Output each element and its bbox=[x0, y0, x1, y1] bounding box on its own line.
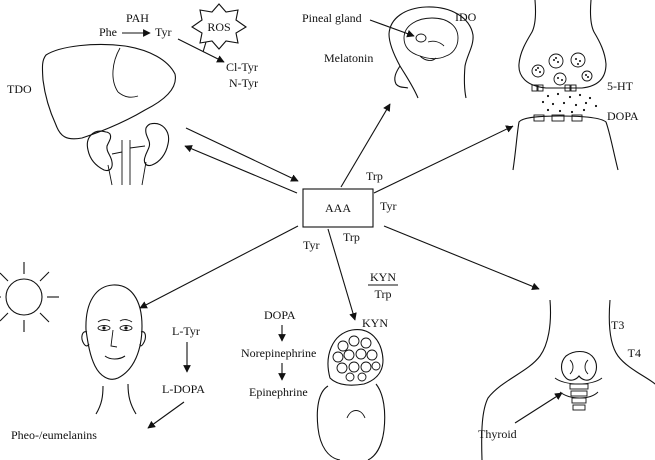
cl-tyr-label: Cl-Tyr bbox=[226, 60, 258, 74]
pineal-gland bbox=[415, 33, 427, 43]
adrenal-kidney-illustration bbox=[316, 329, 386, 460]
adrenal-kyn-label: KYN bbox=[362, 316, 388, 330]
pineal-gland-label: Pineal gland bbox=[302, 11, 362, 25]
tdo-label: TDO bbox=[7, 82, 32, 96]
serotonin-label: 5-HT bbox=[607, 79, 634, 93]
l-tyr-label: L-Tyr bbox=[172, 324, 200, 338]
kyn-ratio-denominator: Trp bbox=[375, 287, 392, 301]
thyroid-gland bbox=[560, 350, 598, 381]
label-trp-kyn: Trp bbox=[343, 230, 360, 244]
arrow-aaa-to-thyroid bbox=[383, 225, 540, 290]
l-dopa-label: L-DOPA bbox=[162, 382, 205, 396]
vesicle bbox=[581, 70, 593, 82]
face-outline bbox=[85, 284, 143, 380]
postsynaptic-membrane bbox=[512, 115, 619, 171]
thyroid-label: Thyroid bbox=[478, 427, 517, 441]
arrow-ros-to-path bbox=[202, 41, 207, 53]
neck-outline-right bbox=[608, 299, 655, 385]
phe-label: Phe bbox=[99, 25, 117, 39]
neck-outline-left bbox=[481, 299, 552, 460]
tyr-label: Tyr bbox=[155, 25, 172, 39]
aaa-label: AAA bbox=[325, 201, 351, 215]
melanins-label: Pheo-/eumelanins bbox=[11, 428, 97, 442]
arrow-aaa-to-synapse bbox=[373, 125, 514, 194]
ros-star-icon: ROS bbox=[190, 3, 248, 50]
vesicle bbox=[553, 72, 567, 86]
thyroid-pointer bbox=[514, 392, 563, 424]
brain-outline bbox=[403, 17, 459, 60]
vesicle bbox=[548, 53, 564, 69]
synapse-dopa-label: DOPA bbox=[607, 109, 639, 123]
neck-thyroid-illustration bbox=[481, 299, 655, 460]
label-tyr-skin: Tyr bbox=[303, 238, 320, 252]
liver-outline bbox=[41, 43, 176, 140]
arrow-l-dopa-to-melanins bbox=[147, 401, 185, 429]
vesicle bbox=[531, 64, 545, 78]
t4-label: T4 bbox=[628, 346, 641, 360]
epinephrine-label: Epinephrine bbox=[249, 385, 308, 399]
pineal-pointer bbox=[369, 19, 415, 38]
n-tyr-label: N-Tyr bbox=[229, 76, 258, 90]
arrow-tyr-to-cl-tyr bbox=[177, 38, 225, 63]
t3-label: T3 bbox=[611, 318, 624, 332]
melatonin-label: Melatonin bbox=[324, 51, 373, 65]
head-brain-illustration bbox=[388, 6, 474, 99]
label-trp-synapse: Trp bbox=[366, 169, 383, 183]
presynaptic-terminal bbox=[518, 0, 607, 89]
adrenal-dopa-label: DOPA bbox=[264, 308, 296, 322]
sun-icon bbox=[0, 262, 59, 332]
kyn-ratio-numerator: KYN bbox=[370, 270, 396, 284]
receptor-icon bbox=[533, 114, 583, 122]
arrow-aaa-to-adrenal bbox=[327, 228, 357, 321]
kidney-bottom bbox=[316, 385, 341, 460]
aaa-box: AAA bbox=[302, 188, 374, 228]
face-illustration bbox=[81, 284, 146, 415]
synapse-illustration bbox=[512, 0, 619, 171]
pah-label: PAH bbox=[126, 11, 149, 25]
arrow-aaa-to-liver bbox=[184, 145, 298, 194]
transporter-icon bbox=[531, 84, 577, 92]
neurotransmitter-dots bbox=[541, 92, 598, 114]
ido-label: IDO bbox=[455, 10, 477, 24]
arrow-aaa-to-brain bbox=[340, 103, 391, 188]
label-tyr-synapse: Tyr bbox=[380, 199, 397, 213]
liver-kidney-illustration bbox=[41, 43, 176, 186]
arrow-aaa-to-skin bbox=[139, 225, 299, 309]
adrenal-gland bbox=[327, 329, 384, 386]
kidney-right bbox=[143, 122, 170, 167]
norepinephrine-label: Norepinephrine bbox=[241, 346, 316, 360]
ros-label: ROS bbox=[207, 20, 230, 34]
arrow-liver-to-aaa bbox=[185, 127, 299, 182]
head-outline bbox=[388, 6, 474, 99]
vesicle bbox=[570, 52, 586, 68]
kidney-left bbox=[86, 130, 113, 172]
